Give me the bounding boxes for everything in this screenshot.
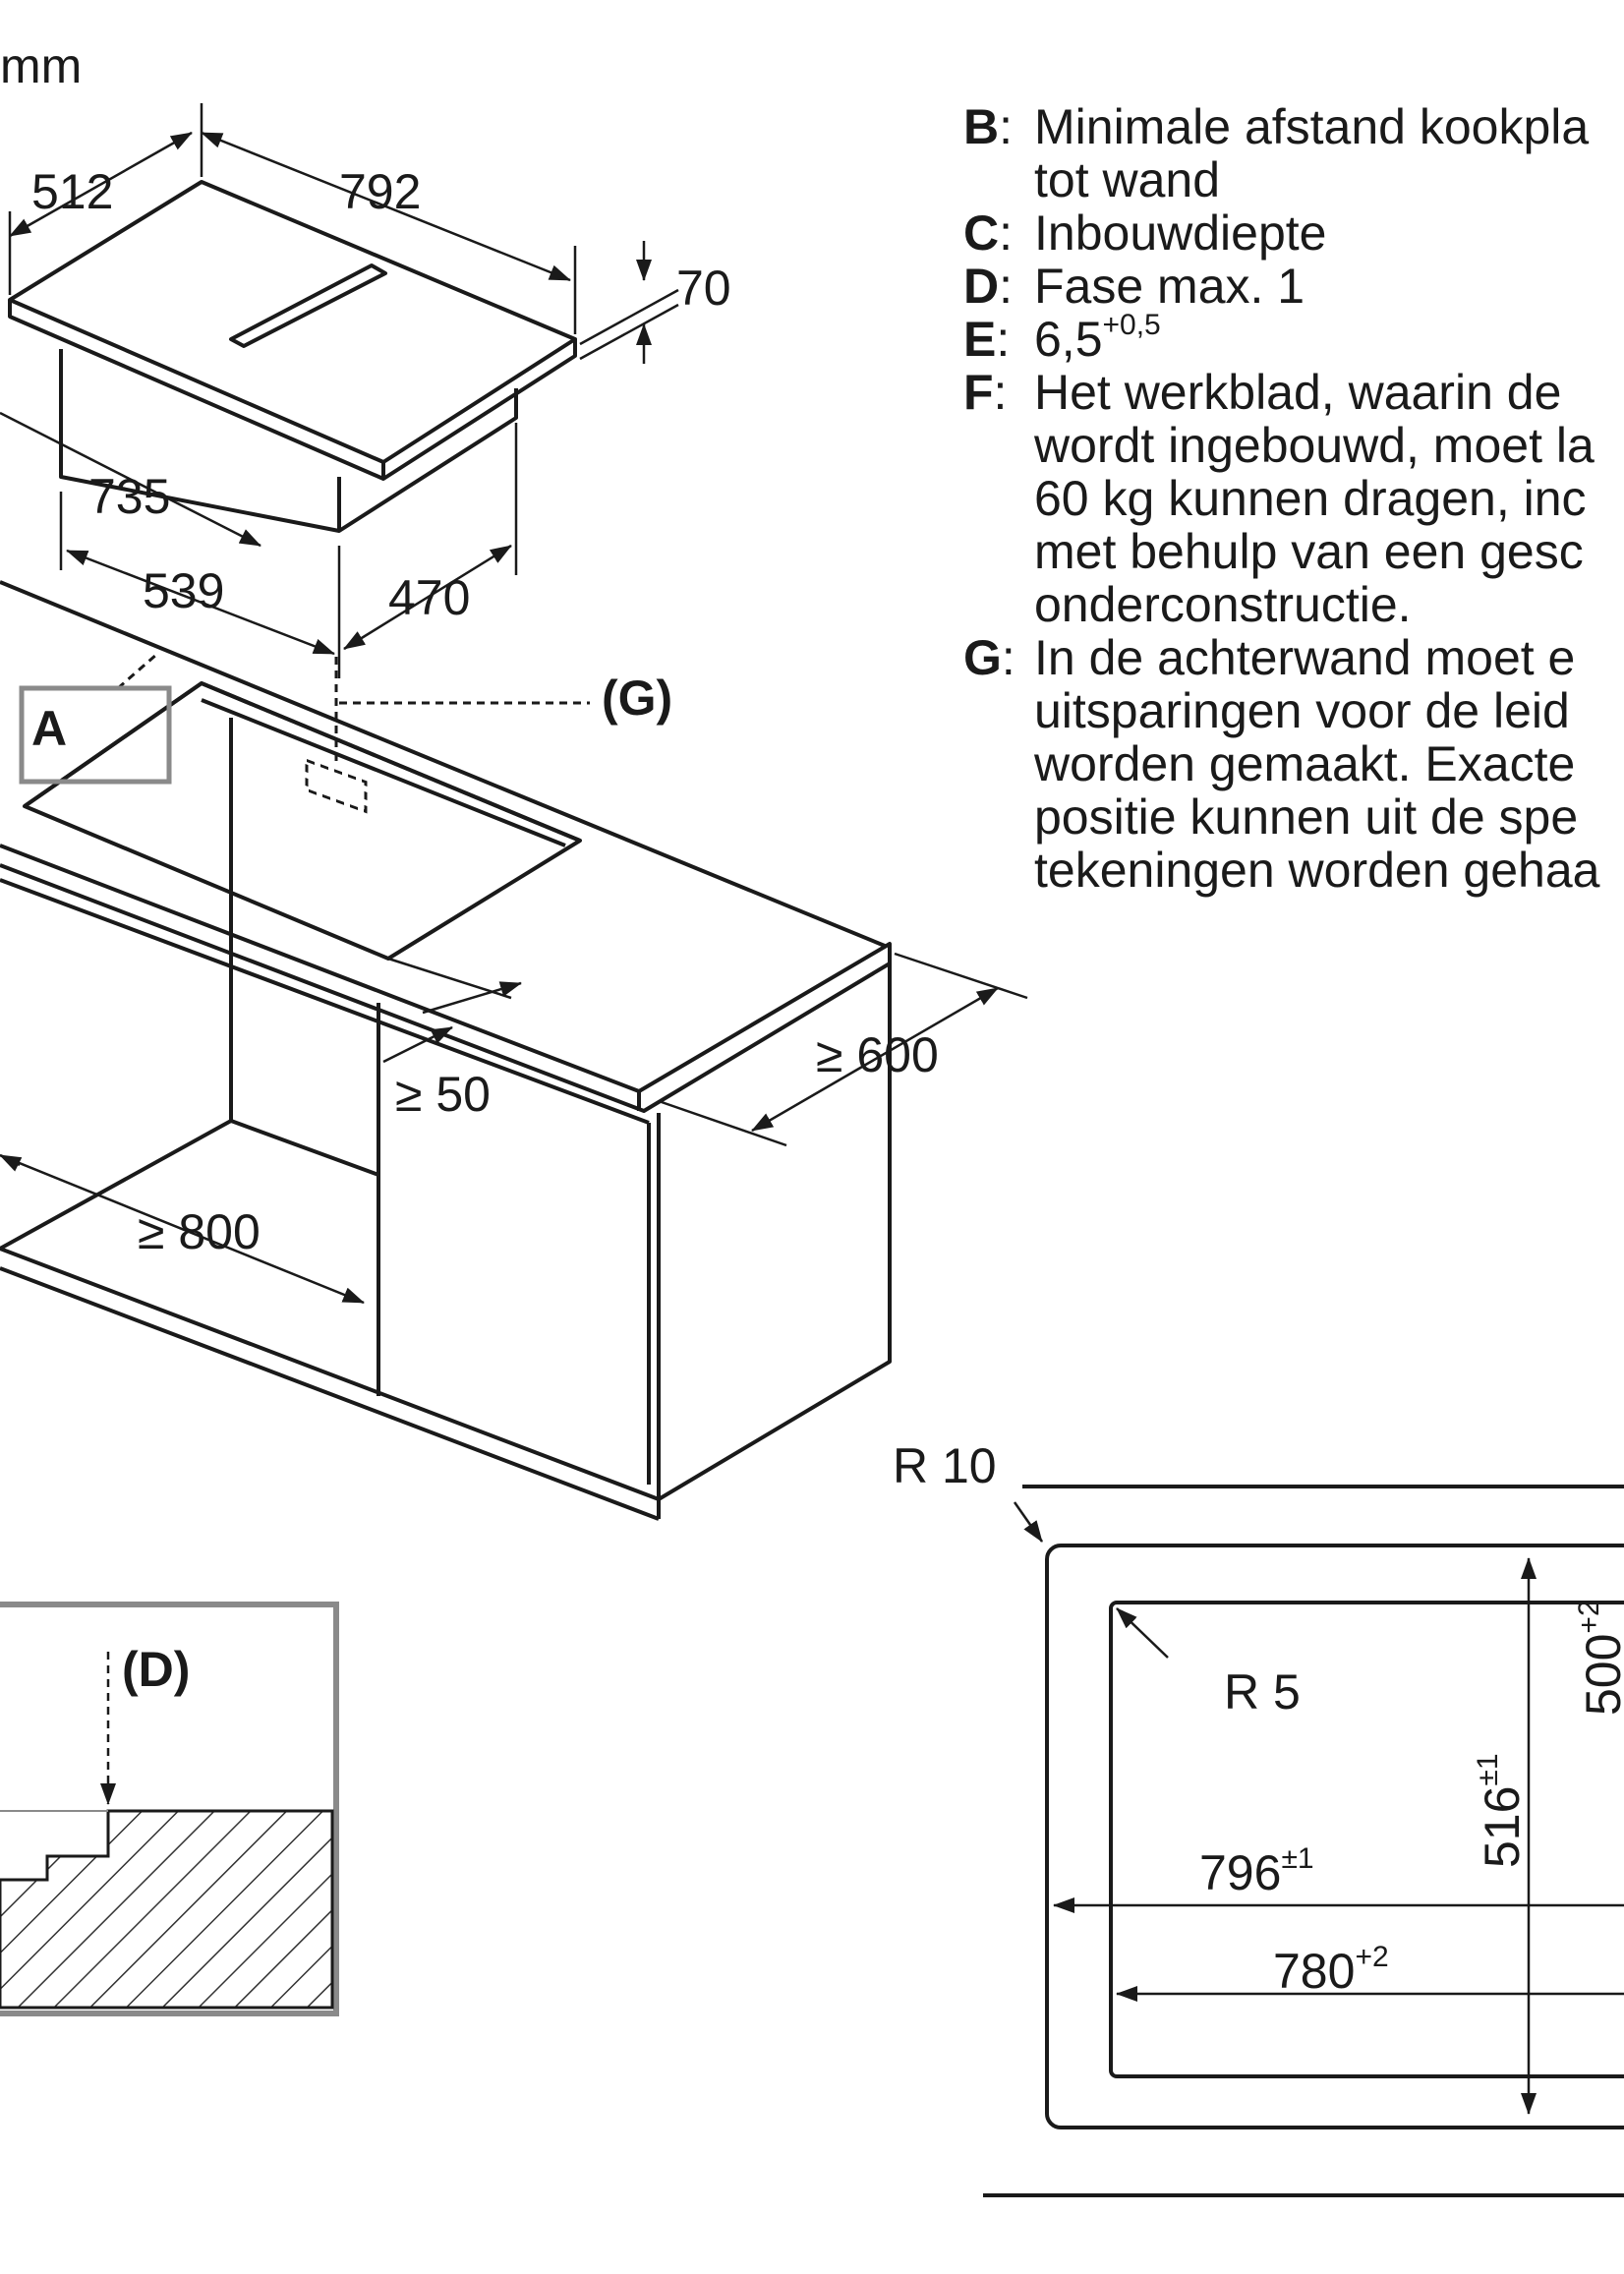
legend-key-b: B: [963,99,1014,154]
legend-text-b-line-2: tot wand [1034,152,1221,207]
cabinet-dimension-lines [0,952,1028,1305]
cutout-dimension-lines [1013,1501,1624,2115]
dim-worktop-depth: ≥ 600 [816,1027,939,1082]
cutout-outer-depth: 516±1 [1472,1753,1530,1868]
cutout-inner-radius: R 5 [1224,1664,1301,1720]
legend-text-g-line-5: tekeningen worden gehaa [1034,843,1600,898]
detail-a-section [0,1602,339,2016]
dim-body-width: 735 [88,469,170,524]
legend-text-g-line-4: positie kunnen uit de spe [1034,789,1579,845]
legend-text-d: Fase max. 1 [1034,259,1305,314]
legend-text-f-line-5: onderconstructie. [1034,577,1412,632]
dim-body-depth: 470 [388,570,470,625]
cutout-outer-width: 796±1 [1199,1842,1314,1900]
legend-text-g-line-2: uitsparingen voor de leid [1034,683,1570,738]
legend-item-b: B: Minimale afstand kookpla tot wand [963,100,1624,206]
dim-hob-height: 70 [676,261,731,316]
legend-text-f-line-1: Het werkblad, waarin de [1034,365,1562,420]
legend-text-g-line-1: In de achterwand moet e [1034,630,1576,685]
marker-d: (D) [122,1642,190,1697]
cutout-outer [1045,1544,1624,2129]
legend-item-e: E: 6,5+0,5 [963,309,1624,367]
legend-key-d: D: [963,259,1014,314]
hob-dimension-lines [0,103,679,678]
legend-item-f: F: Het werkblad, waarin de wordt ingebou… [963,366,1624,631]
cable-passage [117,652,590,814]
cutout-inner-depth-partial: 500+2 [1573,1600,1624,1716]
legend: B: Minimale afstand kookpla tot wand C: … [963,100,1624,897]
dim-front-gap: ≥ 50 [395,1067,491,1122]
legend-text-c: Inbouwdiepte [1034,205,1327,261]
legend-item-c: C: Inbouwdiepte [963,206,1624,260]
dim-body-front: 539 [143,563,224,618]
marker-g: (G) [602,671,672,726]
legend-key-c: C: [963,205,1014,261]
legend-text-f-line-4: met behulp van een gesc [1034,524,1584,579]
legend-text-f-line-2: wordt ingebouwd, moet la [1034,418,1595,473]
unit-label: mm [0,38,82,93]
cutout-inner [1109,1601,1624,2078]
legend-item-g: G: In de achterwand moet e uitsparingen … [963,631,1624,897]
legend-text-g-line-3: worden gemaakt. Exacte [1034,736,1576,791]
cabinet-drawing [0,580,892,1521]
legend-item-d: D: Fase max. 1 [963,260,1624,313]
legend-key-g: G: [963,630,1015,685]
dim-cabinet-width: ≥ 800 [138,1204,261,1259]
legend-key-e: E: [963,312,1011,367]
cutout-outer-radius: R 10 [893,1438,997,1493]
cutout-plan [983,1485,1624,2197]
legend-text-b-line-1: Minimale afstand kookpla [1034,99,1590,154]
dim-hob-width: 792 [339,164,421,219]
legend-key-f: F: [963,365,1008,420]
legend-text-f-line-3: 60 kg kunnen dragen, inc [1034,471,1587,526]
cutout-inner-width: 780+2 [1273,1941,1389,1999]
legend-text-e: 6,5+0,5 [1034,309,1161,367]
detail-a-label: A [31,701,67,756]
dim-hob-depth: 512 [31,164,113,219]
detail-a-frame [19,685,172,785]
